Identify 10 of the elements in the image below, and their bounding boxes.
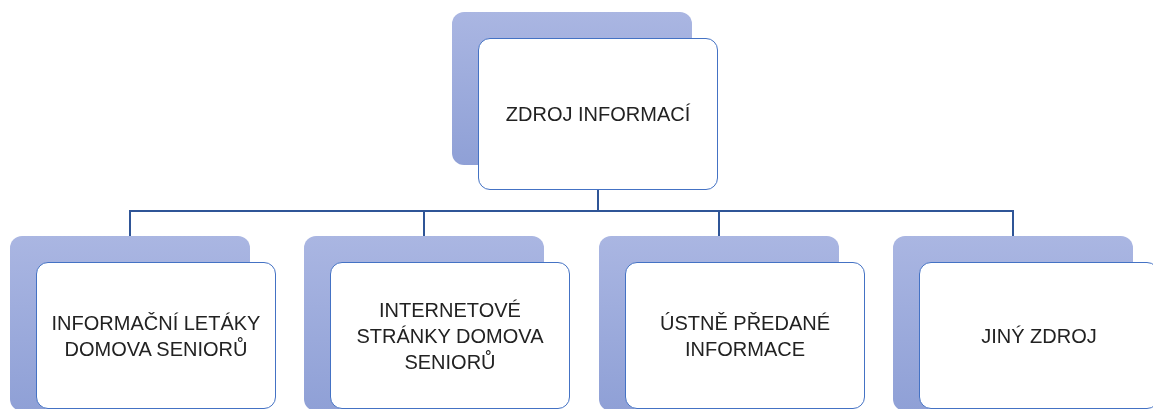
- node-label: ÚSTNĚ PŘEDANÉ INFORMACE: [659, 310, 831, 362]
- card-stack: [304, 236, 570, 409]
- node-label: INTERNETOVÉ STRÁNKY DOMOVA SENIORŮ: [355, 297, 545, 375]
- card-stack: [599, 236, 865, 409]
- node-label: ZDROJ INFORMACÍ: [505, 102, 691, 127]
- card-stack: [452, 12, 718, 190]
- card-stack: [10, 236, 276, 409]
- card-stack: [893, 236, 1153, 409]
- node-label: INFORMAČNÍ LETÁKY DOMOVA SENIORŮ: [50, 310, 262, 362]
- node-label: JINÝ ZDROJ: [981, 323, 1097, 349]
